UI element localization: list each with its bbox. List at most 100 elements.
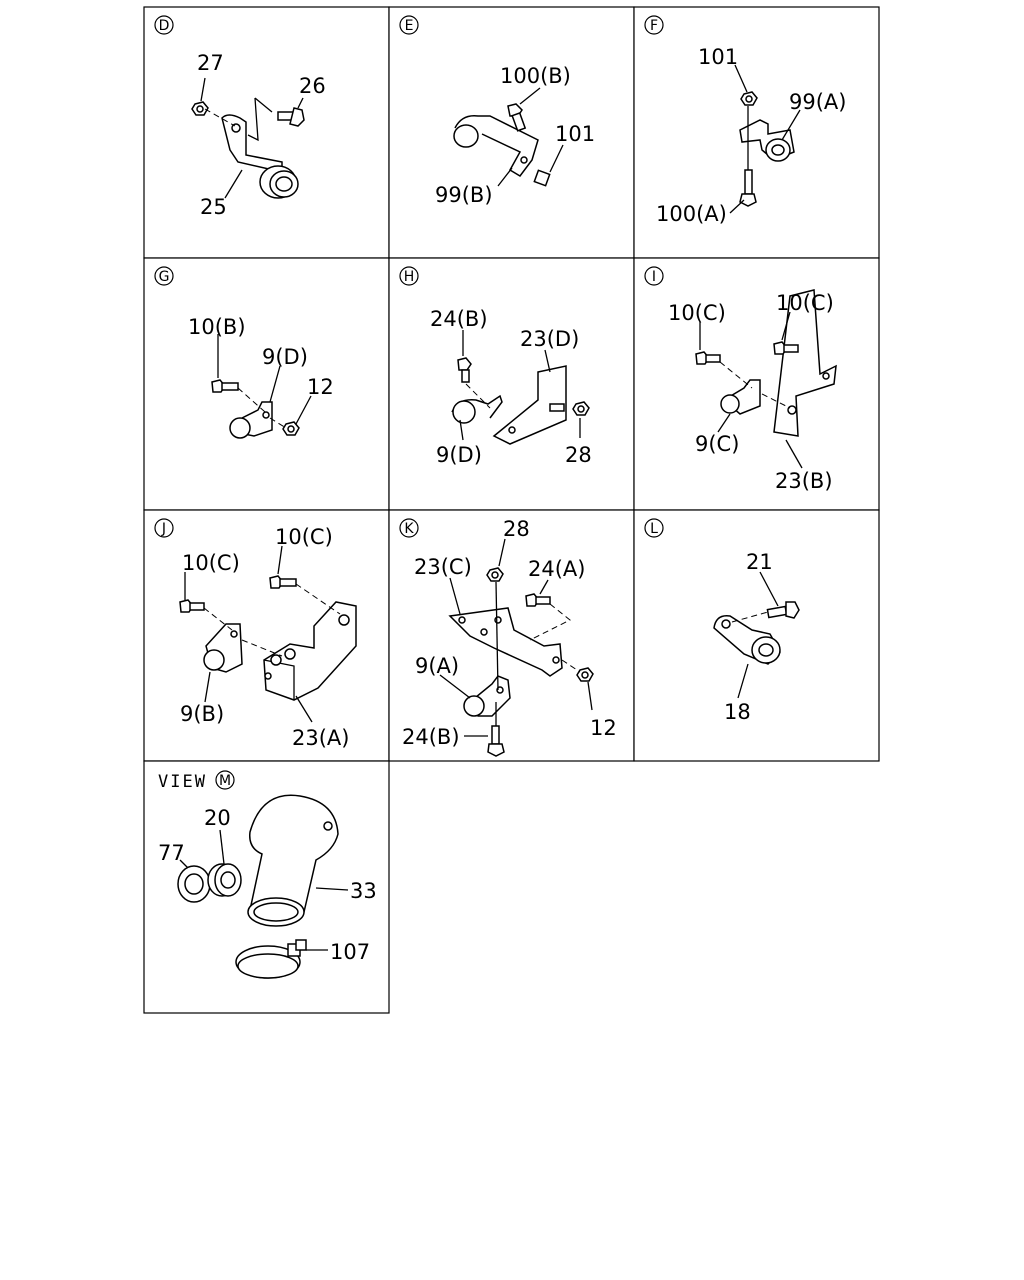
bracket-23c [448,607,563,677]
bracket-23b [773,289,837,437]
panel-g-badge: G [154,266,174,286]
panel-k-badge: K [399,518,419,538]
callout-9d: 9(D) [436,443,482,467]
callout-12: 12 [590,716,617,740]
callout-33: 33 [350,879,377,903]
bracket-23a [263,601,357,701]
panel-f: F 101 99(A) 100(A) [633,6,880,259]
panel-j-badge: J [154,518,174,538]
hose-clamp-107 [235,939,307,979]
svg-text:F: F [650,18,658,34]
bolt-24b-h [457,357,472,383]
nut-27 [191,101,209,116]
clamp-9c [720,379,761,415]
callout-100a: 100(A) [656,202,727,226]
callout-23a: 23(A) [292,726,349,750]
svg-text:I: I [652,269,656,285]
panel-e-badge: E [399,15,419,35]
bolt-10c-i2 [773,341,799,355]
callout-24b: 24(B) [402,725,460,749]
callout-23d: 23(D) [520,327,579,351]
bolt-21 [766,601,800,619]
bolt-24b-k [487,725,505,757]
panel-i: I 10(C) 10(C) 9(C) 23(B) [633,257,880,511]
callout-12: 12 [307,375,334,399]
callout-101: 101 [698,45,738,69]
svg-text:K: K [404,521,414,537]
nut-101-f [740,91,758,106]
nut-101-e [533,169,551,187]
callout-18: 18 [724,700,751,724]
clamp-9b [203,623,243,673]
view-text: VIEW [158,772,207,792]
callout-10c-2: 10(C) [776,291,834,315]
bushing-20 [207,863,242,897]
svg-text:D: D [159,18,170,34]
panel-j: J 10(C) 10(C) 9(B [143,509,390,762]
callout-26: 26 [299,74,326,98]
bolt-24a [525,593,551,607]
panel-d: D 27 26 25 [143,6,390,259]
nut-12-g [282,421,300,436]
washer-77 [177,865,211,903]
nut-28-h [572,401,590,416]
svg-text:L: L [650,521,658,537]
callout-107: 107 [330,940,370,964]
nut-12-k [576,667,594,682]
callout-99a: 99(A) [789,90,846,114]
callout-9d: 9(D) [262,345,308,369]
bolt-10c-i1 [695,351,721,365]
nut-28-k [486,567,504,582]
callout-25: 25 [200,195,227,219]
svg-text:J: J [161,521,166,537]
bolt-10b [211,379,239,393]
panel-i-badge: I [644,266,664,286]
callout-28: 28 [503,517,530,541]
callout-100b: 100(B) [500,64,571,88]
clamp-9d-h [451,394,503,424]
callout-28: 28 [565,443,592,467]
svg-text:H: H [404,269,415,285]
panel-l-badge: L [644,518,664,538]
svg-text:G: G [159,269,170,285]
callout-9b: 9(B) [180,702,224,726]
panel-m: VIEW M 20 77 3 [143,760,390,1014]
svg-text:M: M [219,773,231,789]
bolt-26 [277,107,305,127]
panel-g: G 10(B) 9(D) 12 [143,257,390,511]
panel-l: L 21 18 [633,509,880,762]
clamp-99a [739,119,795,162]
duct-33 [247,794,339,927]
svg-text:E: E [405,18,414,34]
callout-10c-1: 10(C) [668,301,726,325]
clamp-18 [713,615,781,665]
callout-10c-1: 10(C) [182,551,240,575]
callout-21: 21 [746,550,773,574]
panel-f-badge: F [644,15,664,35]
callout-24b: 24(B) [430,307,488,331]
panel-h-badge: H [399,266,419,286]
callout-27: 27 [197,51,224,75]
panel-m-badge: M [215,770,235,790]
callout-23b: 23(B) [775,469,833,493]
callout-10c-2: 10(C) [275,525,333,549]
clamp-9a [463,675,511,717]
bolt-10c-j2 [269,575,297,589]
callout-77: 77 [158,841,185,865]
callout-99b: 99(B) [435,183,493,207]
callout-23c: 23(C) [414,555,472,579]
callout-24a: 24(A) [528,557,585,581]
bolt-10c-j1 [179,599,205,613]
callout-101: 101 [555,122,595,146]
panel-k: K [388,509,635,762]
bracket-23d [492,365,567,445]
panel-e: E 100(B) 101 99(B) [388,6,635,259]
callout-9c: 9(C) [695,432,739,456]
bolt-100b [507,103,527,132]
callout-9a: 9(A) [415,654,459,678]
callout-10b: 10(B) [188,315,246,339]
panel-h: H 24(B) 23(D) 9(D) 28 [388,257,635,511]
bolt-28-h [549,403,565,412]
panel-d-badge: D [154,15,174,35]
